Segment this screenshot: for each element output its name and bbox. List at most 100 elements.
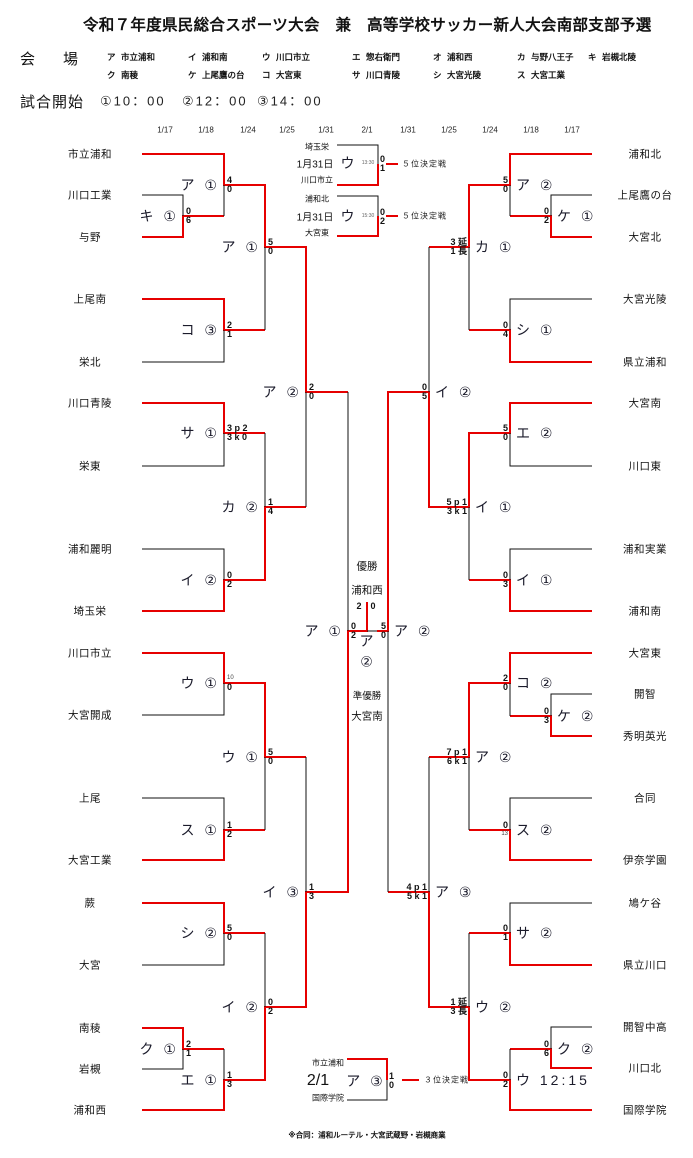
score-top: 5 [227,923,233,933]
winner-line [142,1027,224,1050]
match-venue-label: ス ① [180,822,220,838]
bracket-line [550,194,592,216]
team-name: 浦和麗明 [68,543,112,556]
round-date: 1/24 [240,125,256,135]
match-venue-label: ア ① [180,177,220,193]
bracket-line [347,1080,388,1101]
match-venue-label: ア ① [221,239,261,255]
winner-line [510,1048,592,1069]
match-venue-label: ケ ② [557,708,597,724]
runner-up-team: 大宮南 [351,710,383,723]
team-name: 上尾鷹の台 [617,189,673,202]
venue-name: 大宮光陵 [447,70,482,80]
venue-item: イ浦和南 [188,51,228,63]
final-slot: ② [360,653,376,670]
venue-item: シ大宮光陵 [433,69,481,81]
venue-item: ケ上尾鷹の台 [188,69,245,81]
score-bottom: 3 k 0 [227,432,248,442]
match-venue-label: カ ② [221,499,261,515]
score-bottom: 0 [227,184,233,194]
round-date: 1/18 [523,125,539,135]
score-bottom: 0 [502,432,508,442]
score-top: 0 [351,621,357,631]
score-bottom: 4 [502,329,508,339]
score-bottom: 3 [543,715,549,725]
venue-name: 川口市立 [276,52,311,62]
team-name: 鳩ケ谷 [628,897,662,910]
score-bottom: 4 [268,506,274,516]
score-top: 0 [502,570,508,580]
team-name: 埼玉栄 [73,605,107,618]
score-bottom: 0 [502,682,508,692]
match-venue-label: イ ② [435,384,475,400]
fifth-place-venue: ウ [340,208,358,224]
venue-code: コ [262,70,271,80]
score-top: 5 [502,175,508,185]
match-venue-label: ウ ② [475,999,515,1015]
score-bottom: 2 [268,1006,274,1016]
venue-name: 上尾鷹の台 [202,70,245,80]
venue-code: ス [517,70,526,80]
bracket-line [142,194,184,216]
final-score-right: 0 [370,601,376,611]
venue-code: エ [352,52,361,62]
team-name: 栄東 [79,460,101,473]
score-bottom: 3 [227,1079,233,1089]
score-bottom: 0 [502,184,508,194]
venue-name: 浦和南 [202,52,228,62]
score-bottom: 3 長 [450,1006,467,1016]
team-name: 岩槻 [79,1063,101,1076]
bracket-line [142,330,225,363]
final-score-left: 2 [356,601,362,611]
score-top: 1 [227,820,233,830]
score-bottom: 2 [543,215,549,225]
round-date: 1/31 [400,125,416,135]
score-bottom: 1 [502,932,508,942]
runner-up-line [377,391,592,632]
team-name: 川口東 [628,460,662,473]
winner-line [337,164,379,186]
round-date: 1/24 [482,125,498,135]
match-venue-label: エ ② [516,425,556,441]
winner-line [142,506,306,612]
winner-line [142,298,265,331]
venue-name: 岩槻北陵 [602,52,637,62]
score-bottom: 1 [380,163,386,173]
match-venue-label: サ ② [516,925,556,941]
match-venue-label: イ ③ [262,884,302,900]
bracket-line [509,548,592,580]
score-bottom: 2 [351,630,357,640]
team-name: 開智中高 [623,1021,667,1034]
team-name: 大宮北 [628,231,662,244]
score-top: 2 [227,320,233,330]
round-date: 1/17 [564,125,580,135]
winner-line [510,715,592,737]
third-place-label: ３位決定戦 [424,1075,469,1085]
venue-item: コ大宮東 [262,69,302,81]
venue-code: ウ [262,52,271,62]
winner-line [469,829,592,861]
score-bottom: 1 [227,329,233,339]
winner-line [469,932,592,966]
team-name: 県立浦和 [623,356,667,369]
score-top: 0 [502,923,508,933]
venue-name: 川口青陵 [366,70,401,80]
champion-label: 優勝 [356,560,378,573]
team-name: 開智 [634,688,656,701]
team-name: 市立浦和 [68,148,112,161]
